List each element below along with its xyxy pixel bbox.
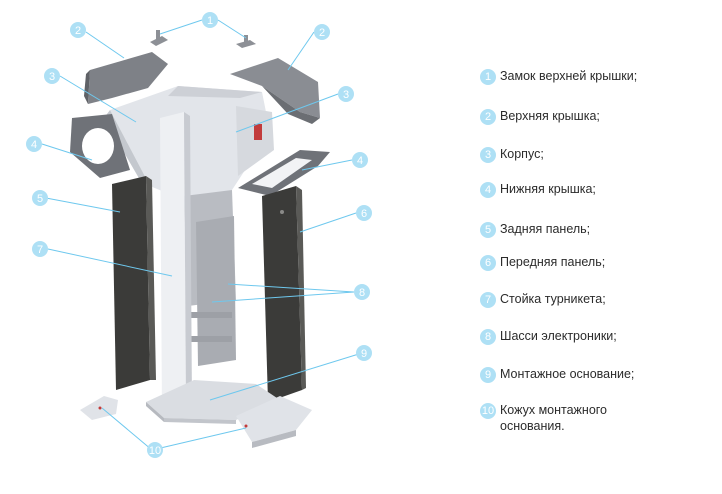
legend-number: 8 [480,329,496,345]
legend-label: Передняя панель; [500,254,605,270]
legend-item: 3 Корпус; [480,146,544,163]
svg-text:2: 2 [319,27,325,39]
legend-item: 10 Кожух монтажного основания. [480,402,607,434]
legend-number: 3 [480,147,496,163]
svg-text:5: 5 [37,193,43,205]
svg-text:2: 2 [75,25,81,37]
legend-label: Кожух монтажного основания. [500,402,607,434]
callout-badge: 3 [44,68,60,84]
callout-badge: 8 [354,284,370,300]
legend-number: 6 [480,255,496,271]
legend-item: 4 Нижняя крышка; [480,181,596,198]
rear-panel-part [112,176,156,390]
svg-text:8: 8 [359,287,365,299]
legend-label: Замок верхней крышки; [500,68,637,84]
legend-number: 5 [480,222,496,238]
callout-badge: 1 [202,12,218,28]
svg-text:3: 3 [343,89,349,101]
legend-label: Корпус; [500,146,544,162]
callout-badge: 2 [314,24,330,40]
legend-item: 9 Монтажное основание; [480,366,634,383]
legend-item: 5 Задняя панель; [480,221,590,238]
svg-text:10: 10 [149,445,161,457]
svg-text:3: 3 [49,71,55,83]
callout-badge: 3 [338,86,354,102]
legend-item: 1 Замок верхней крышки; [480,68,637,85]
callout-badge: 6 [356,205,372,221]
svg-text:7: 7 [37,244,43,256]
legend-label: Шасси электроники; [500,328,617,344]
legend-label: Задняя панель; [500,221,590,237]
svg-text:1: 1 [207,15,213,27]
legend-number: 2 [480,109,496,125]
legend-item: 2 Верхняя крышка; [480,108,600,125]
legend-label: Стойка турникета; [500,291,606,307]
callout-badge: 9 [356,345,372,361]
legend-item: 7 Стойка турникета; [480,291,606,308]
electronics-chassis-part [184,190,236,366]
turnstile-exploded-diagram: 1 2 2 3 3 4 4 5 6 7 8 9 10 [0,0,470,494]
svg-text:6: 6 [361,208,367,220]
top-cover-lock-part [150,30,256,48]
callout-badge: 4 [352,152,368,168]
callout-badge: 7 [32,241,48,257]
turnstile-post-part [160,112,192,414]
svg-text:4: 4 [357,155,363,167]
legend-item: 6 Передняя панель; [480,254,605,271]
callout-badge: 4 [26,136,42,152]
legend-label: Верхняя крышка; [500,108,600,124]
front-panel-part [262,186,306,402]
legend-label: Монтажное основание; [500,366,634,382]
callout-badge: 5 [32,190,48,206]
callout-badge: 10 [147,442,163,458]
svg-text:4: 4 [31,139,37,151]
callout-badge: 2 [70,22,86,38]
legend-number: 7 [480,292,496,308]
legend-number: 4 [480,182,496,198]
svg-text:9: 9 [361,348,367,360]
legend-number: 1 [480,69,496,85]
legend-label: Нижняя крышка; [500,181,596,197]
legend-number: 10 [480,403,496,419]
legend-number: 9 [480,367,496,383]
legend-item: 8 Шасси электроники; [480,328,617,345]
